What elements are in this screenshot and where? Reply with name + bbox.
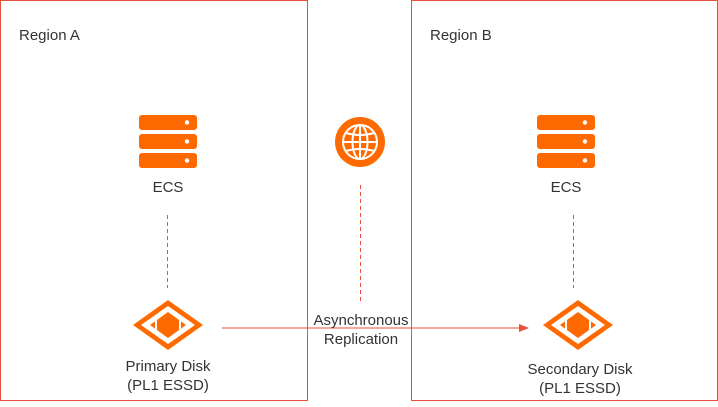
region-a-title: Region A bbox=[19, 27, 80, 44]
region-a-ecs-label: ECS bbox=[152, 179, 184, 196]
region-b-ecs-label: ECS bbox=[550, 179, 582, 196]
replication-label-line2: Replication bbox=[323, 331, 399, 348]
disk-icon bbox=[133, 300, 203, 350]
replication-label-line1: Asynchronous bbox=[313, 312, 409, 329]
server-icon bbox=[537, 115, 595, 168]
primary-disk-label-line2: (PL1 ESSD) bbox=[127, 377, 209, 394]
globe-icon bbox=[335, 117, 385, 167]
primary-disk-label-line1: Primary Disk bbox=[125, 358, 211, 375]
region-b-title: Region B bbox=[430, 27, 492, 44]
disk-icon bbox=[543, 300, 613, 350]
secondary-disk-label-line2: (PL1 ESSD) bbox=[539, 380, 621, 397]
server-icon bbox=[139, 115, 197, 168]
secondary-disk-label-line1: Secondary Disk bbox=[527, 361, 633, 378]
